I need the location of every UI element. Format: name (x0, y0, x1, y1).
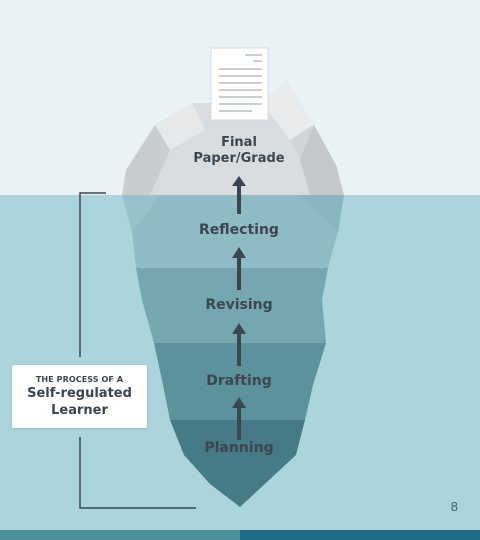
up-arrow-icon (232, 176, 246, 214)
band-planning (170, 420, 305, 507)
process-callout: THE PROCESS OF A Self-regulated Learner (12, 365, 147, 428)
callout-subtitle: THE PROCESS OF A (35, 375, 124, 384)
document-icon (210, 47, 269, 121)
page-number: 8 (450, 499, 458, 514)
iceberg-tip (122, 80, 344, 195)
up-arrow-icon (232, 323, 246, 366)
stage-label-final-line2: Paper/Grade (193, 151, 285, 166)
stage-label-planning: Planning (204, 440, 274, 456)
footer-bar-right (240, 530, 480, 540)
callout-title-line2: Learner (51, 403, 108, 418)
up-arrow-icon (232, 247, 246, 290)
stage-label-revising: Revising (205, 297, 273, 313)
band-revising (136, 268, 328, 343)
band-reflecting (122, 195, 344, 268)
footer-bar-left (0, 530, 240, 540)
process-bracket (79, 192, 196, 509)
band-drafting (154, 343, 326, 420)
stage-label-final-line1: Final (221, 135, 257, 150)
stage-label-final: Final Paper/Grade (169, 135, 309, 167)
up-arrow-icon (232, 397, 246, 440)
stage-label-drafting: Drafting (206, 373, 272, 389)
callout-title-line1: Self-regulated (27, 386, 132, 401)
stage-label-reflecting: Reflecting (199, 222, 279, 238)
